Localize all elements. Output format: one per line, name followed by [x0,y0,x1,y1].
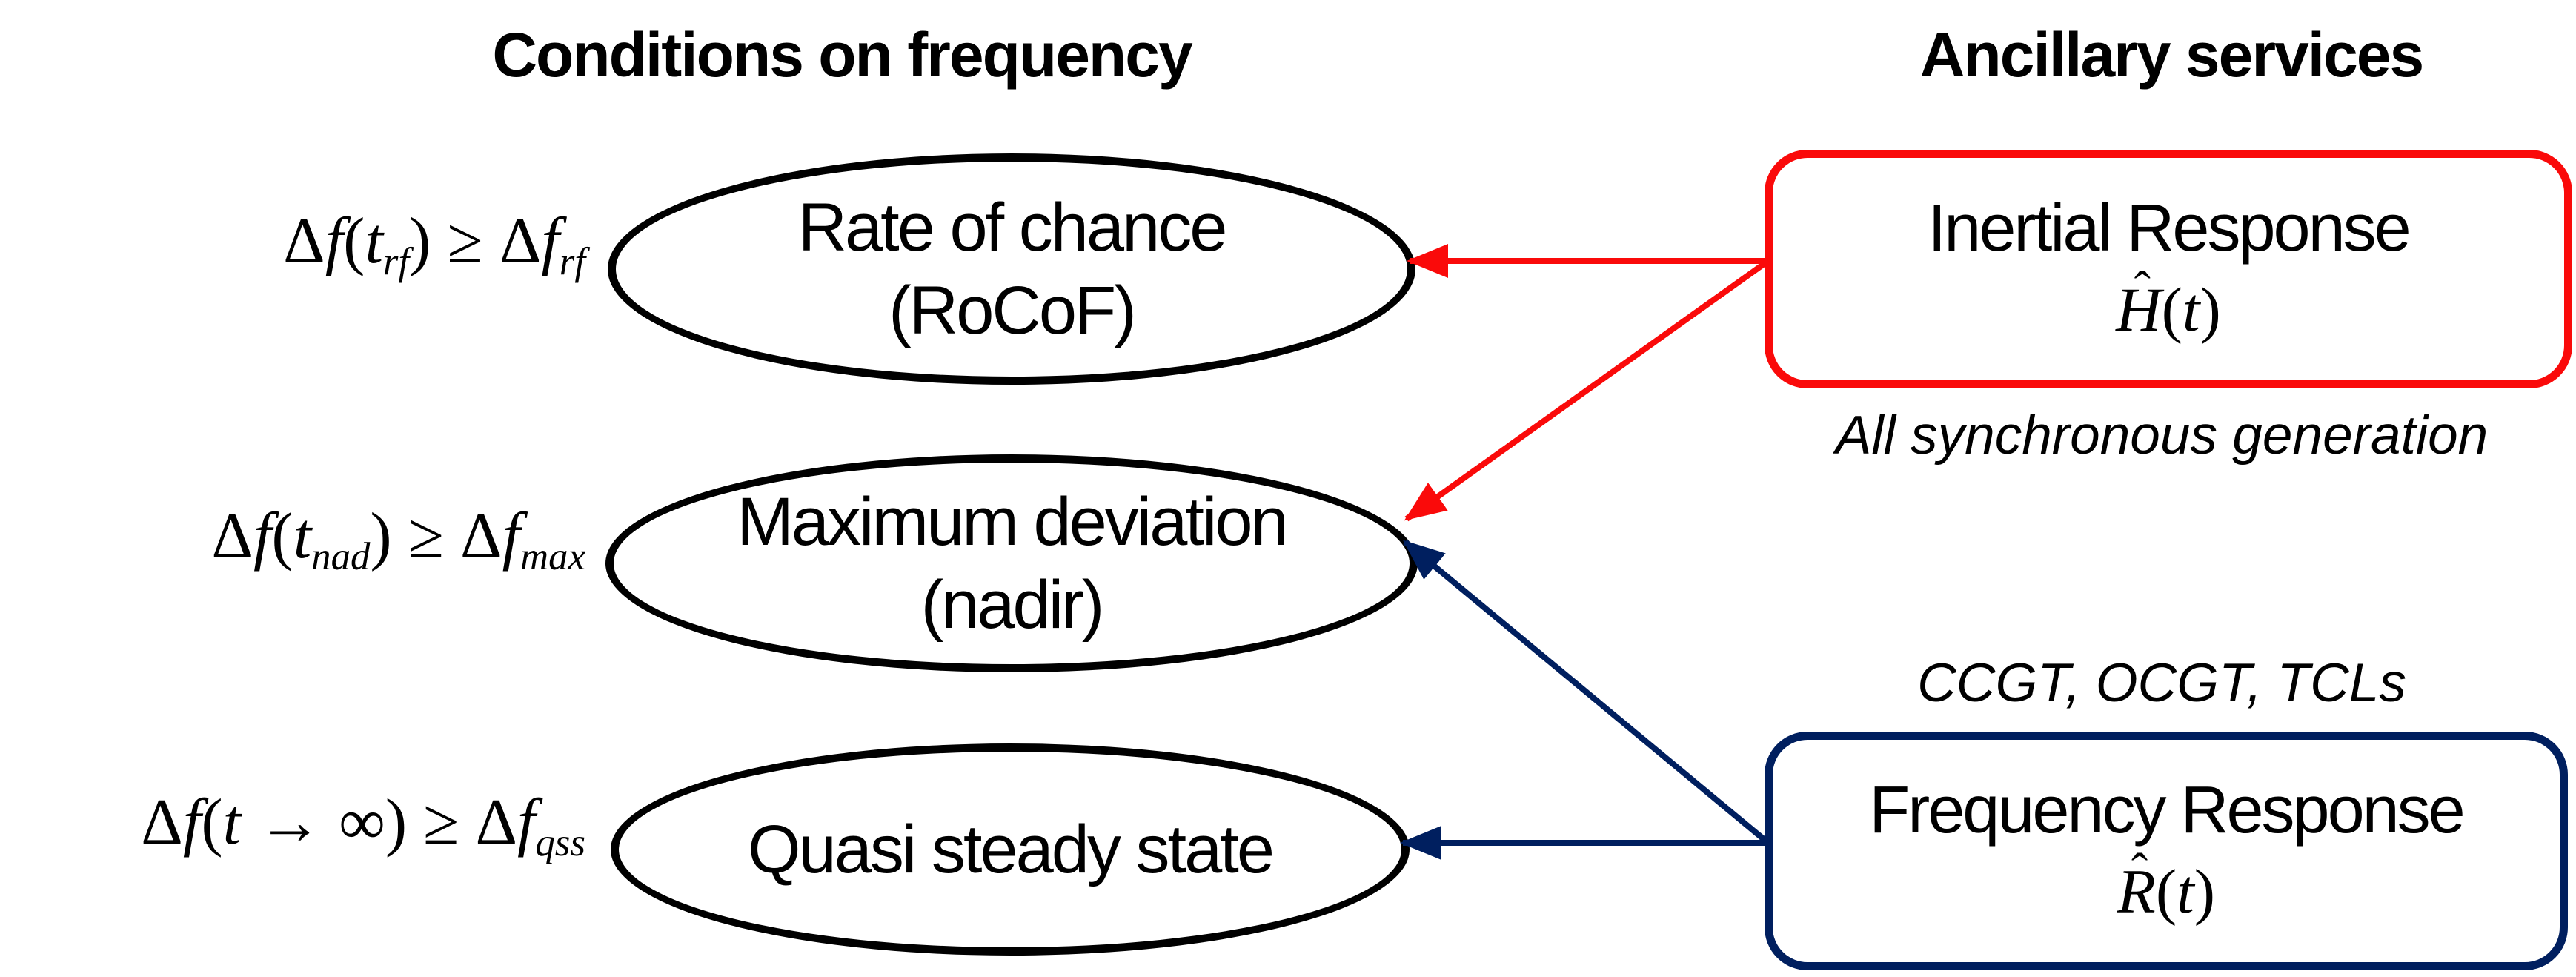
node-maximum-deviation: Maximum deviation (nadir) [605,454,1418,672]
service-title: Frequency Response [1869,773,2465,847]
node-quasi-steady-state: Quasi steady state [611,743,1410,956]
node-label: (nadir) [920,567,1105,643]
caption-ccgt-ocgt-tcls: CCGT, OCGT, TCLs [1917,653,2406,713]
hat-accent: ˆ [2134,262,2151,317]
caption-all-synchronous-generation: All synchronous generation [1835,405,2489,466]
node-label: Quasi steady state [748,812,1275,887]
node-label: Rate of chance [797,190,1228,265]
node-label: Maximum deviation [737,484,1289,560]
condition-formula-qss: Δf(t → ∞) ≥ Δfqss [141,786,585,864]
hat-accent: ˆ [2131,844,2148,899]
arrow-frequency-to-nadir [1402,539,1770,846]
service-title: Inertial Response [1928,191,2411,265]
header-conditions-on-frequency: Conditions on frequency [492,20,1192,90]
node-rate-of-change: Rate of chance (RoCoF) [608,153,1415,385]
header-ancillary-services: Ancillary services [1919,20,2425,90]
condition-formula-rocof: Δf(trf) ≥ Δfrf [283,205,585,283]
node-label: (RoCoF) [889,273,1137,348]
condition-formula-nadir: Δf(tnad) ≥ Δfmax [211,500,585,578]
arrow-inertial-to-nadir [1404,258,1770,522]
